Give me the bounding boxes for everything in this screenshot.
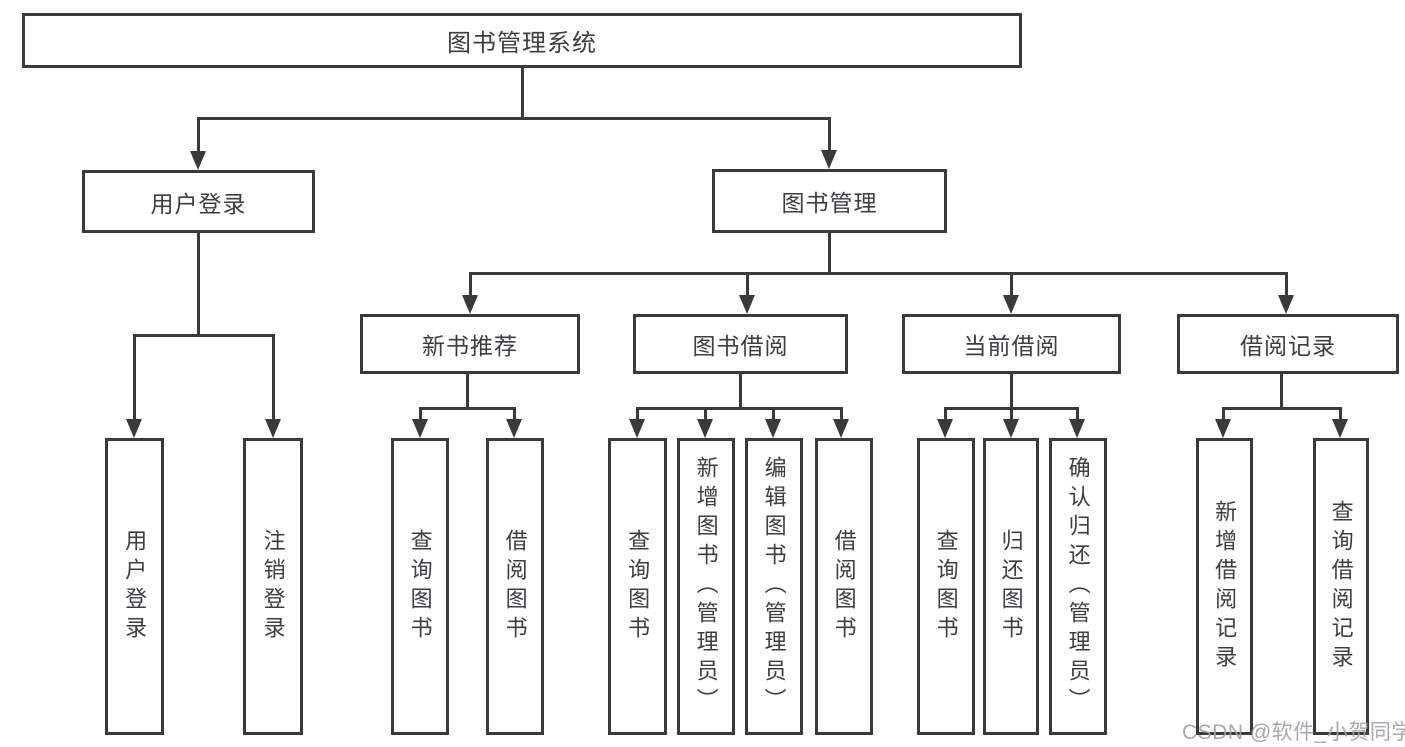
leaf-edit-books-admin: 编辑图书（管理员） — [745, 438, 803, 735]
node-book-management: 图书管理 — [712, 169, 947, 233]
arrow-down-icon — [833, 419, 849, 438]
leaf-borrow-books: 借阅图书 — [815, 438, 873, 735]
leaf-add-borrow-record: 新增借阅记录 — [1196, 438, 1253, 735]
leaf-query-books: 查询图书 — [917, 438, 975, 735]
connector-level3-rail — [469, 272, 1288, 275]
arrow-down-icon — [190, 151, 206, 170]
node-user-login: 用户登录 — [82, 170, 315, 233]
arrow-down-icon — [265, 419, 281, 438]
connector-root-stem — [521, 68, 524, 120]
arrow-down-icon — [506, 419, 522, 438]
arrow-down-icon — [765, 419, 781, 438]
connector-user-login-stem — [197, 233, 200, 337]
arrow-down-icon — [462, 295, 478, 314]
node-borrow-records: 借阅记录 — [1177, 314, 1399, 374]
leaf-query-books: 查询图书 — [608, 438, 667, 735]
connector-drop — [1339, 407, 1342, 422]
connector-stem — [739, 374, 742, 410]
connector-drop — [746, 272, 749, 298]
connector-drop — [272, 334, 275, 420]
leaf-user-login: 用户登录 — [105, 438, 164, 735]
arrow-down-icon — [1278, 295, 1294, 314]
arrow-down-icon — [1069, 419, 1085, 438]
leaf-query-borrow-record: 查询借阅记录 — [1313, 438, 1369, 735]
csdn-watermark: CSDN @软件_小贺同学 — [1182, 721, 1405, 744]
leaf-add-books-admin: 新增图书（管理员） — [677, 438, 735, 735]
node-root-system: 图书管理系统 — [22, 13, 1022, 68]
connector-stem — [1010, 374, 1013, 410]
connector-drop — [772, 407, 775, 422]
connector-drop — [1222, 407, 1225, 422]
arrow-down-icon — [937, 419, 953, 438]
connector-drop — [704, 407, 707, 422]
arrow-down-icon — [1003, 295, 1019, 314]
connector-drop — [469, 272, 472, 298]
connector-user-login-rail — [133, 334, 275, 337]
connector-drop — [1010, 272, 1013, 298]
connector-book-mgmt-drop — [828, 117, 831, 154]
connector-drop — [133, 334, 136, 420]
node-book-borrow: 图书借阅 — [633, 314, 848, 374]
arrow-down-icon — [1332, 419, 1348, 438]
leaf-borrow-books: 借阅图书 — [486, 438, 544, 735]
connector-level4-rail — [636, 407, 843, 410]
arrow-down-icon — [629, 419, 645, 438]
connector-drop — [840, 407, 843, 422]
arrow-down-icon — [412, 419, 428, 438]
connector-stem — [466, 374, 469, 410]
connector-drop — [944, 407, 947, 422]
arrow-down-icon — [739, 295, 755, 314]
connector-drop — [1285, 272, 1288, 298]
connector-level4-rail — [1222, 407, 1342, 410]
connector-drop — [513, 407, 516, 422]
connector-drop — [1010, 407, 1013, 422]
node-current-borrow: 当前借阅 — [902, 314, 1121, 374]
leaf-return-books: 归还图书 — [983, 438, 1039, 735]
leaf-confirm-return-admin: 确认归还（管理员） — [1049, 438, 1107, 735]
connector-book-mgmt-stem — [828, 233, 831, 275]
connector-user-login-drop — [197, 117, 200, 155]
arrow-down-icon — [1215, 419, 1231, 438]
node-new-book-recommend: 新书推荐 — [360, 314, 580, 374]
leaf-logout: 注销登录 — [243, 438, 303, 735]
arrow-down-icon — [1003, 419, 1019, 438]
connector-drop — [419, 407, 422, 422]
arrow-down-icon — [697, 419, 713, 438]
connector-level2-rail — [197, 117, 831, 120]
connector-level4-rail — [419, 407, 516, 410]
leaf-query-books: 查询图书 — [391, 438, 449, 735]
connector-stem — [1280, 374, 1283, 410]
arrow-down-icon — [821, 150, 837, 169]
arrow-down-icon — [126, 419, 142, 438]
connector-drop — [1076, 407, 1079, 422]
connector-drop — [636, 407, 639, 422]
